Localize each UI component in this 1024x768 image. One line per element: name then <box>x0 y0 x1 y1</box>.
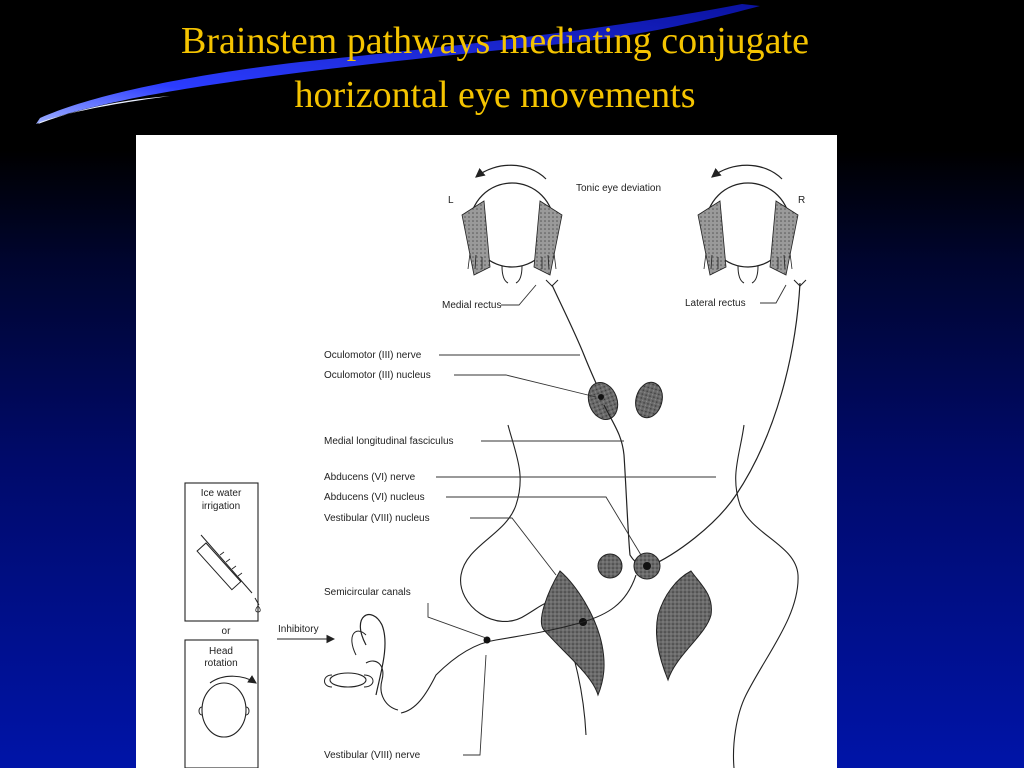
slide-title-line-2: horizontal eye movements <box>294 74 696 116</box>
brainstem-pathway-diagram: L R Tonic eye deviation Medial rectus La… <box>184 164 807 768</box>
right-vestibular-nucleus <box>655 570 712 682</box>
slide-title: Brainstem pathways mediating conjugate h… <box>60 14 930 122</box>
slide-title-line-1: Brainstem pathways mediating conjugate <box>181 20 809 62</box>
leader-lines <box>427 284 787 756</box>
label-tonic-eye-deviation: Tonic eye deviation <box>576 183 661 194</box>
label-head: Head <box>209 646 233 657</box>
label-semicircular-canals: Semicircular canals <box>324 587 411 598</box>
right-eye <box>697 164 799 284</box>
left-abducens-nucleus <box>597 553 623 579</box>
label-mlf: Medial longitudinal fasciculus <box>324 436 454 447</box>
label-ice-water: Ice water <box>201 488 242 499</box>
head-icon <box>198 675 257 738</box>
label-lateral-rectus: Lateral rectus <box>685 298 746 309</box>
blue-swoosh-decoration <box>36 4 760 124</box>
label-oculomotor-nerve: Oculomotor (III) nerve <box>324 350 422 361</box>
diagram-figure: L R Tonic eye deviation Medial rectus La… <box>136 135 837 768</box>
label-inhibitory: Inhibitory <box>278 624 319 635</box>
left-vestibular-nucleus <box>540 570 605 697</box>
head-rotation-box <box>184 639 259 768</box>
right-oculomotor-nucleus <box>635 381 663 419</box>
label-left-eye: L <box>448 195 454 206</box>
semicircular-canals <box>324 614 399 711</box>
oculomotor-nerve-path <box>551 284 603 398</box>
label-or: or <box>222 626 232 637</box>
label-rotation: rotation <box>204 658 237 669</box>
label-oculomotor-nucleus: Oculomotor (III) nucleus <box>324 370 431 381</box>
label-abducens-nucleus: Abducens (VI) nucleus <box>324 492 425 503</box>
mlf-path <box>603 404 649 568</box>
label-vestibular-nucleus: Vestibular (VIII) nucleus <box>324 513 430 524</box>
ice-water-box <box>184 482 259 622</box>
label-abducens-nerve: Abducens (VI) nerve <box>324 472 416 483</box>
label-irrigation: irrigation <box>202 501 240 512</box>
abducens-nerve-path <box>647 282 801 568</box>
syringe-icon <box>196 534 261 613</box>
label-medial-rectus: Medial rectus <box>442 300 501 311</box>
left-oculomotor-nucleus <box>587 382 619 420</box>
label-right-eye: R <box>798 195 805 206</box>
label-vestibular-nerve: Vestibular (VIII) nerve <box>324 750 421 761</box>
left-eye <box>461 164 563 284</box>
